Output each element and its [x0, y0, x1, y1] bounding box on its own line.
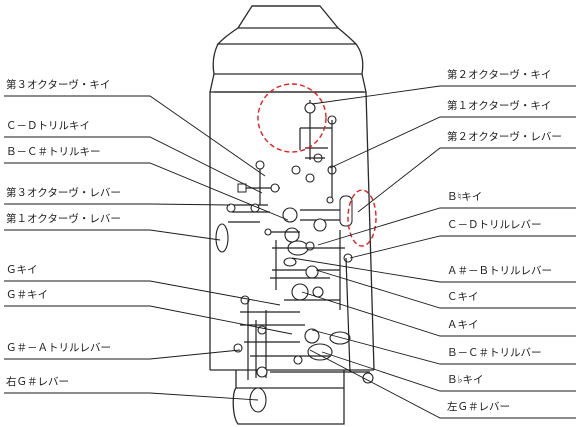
lever-highlight — [347, 189, 377, 247]
label-octave1-key: 第１オクターヴ・キイ — [447, 99, 551, 112]
label-b-csharp-trill-key: Ｂ－Ｃ＃トリルキー — [6, 146, 101, 158]
label-g-key: Ｇキイ — [6, 264, 38, 276]
label-right-gsharp-lever: 右Ｇ＃レバー — [6, 375, 69, 388]
label-octave2-key: 第２オクターヴ・キイ — [447, 68, 551, 81]
label-octave3-key: 第３オクターヴ・キイ — [6, 78, 110, 91]
highlight-marks — [257, 83, 377, 247]
labels-left: 第３オクターヴ・キイ Ｃ－Ｄトリルキイ Ｂ－Ｃ＃トリルキー 第３オクターヴ・レバ… — [6, 78, 121, 388]
key-mechanism — [215, 100, 374, 413]
labels-right: 第２オクターヴ・キイ 第１オクターヴ・キイ 第２オクターヴ・レバー Ｂ♮キイ Ｃ… — [447, 68, 562, 413]
label-left-gsharp-lever: 左Ｇ＃レバー — [447, 400, 510, 413]
leader-lines-left — [4, 95, 293, 401]
label-c-d-trill-key: Ｃ－Ｄトリルキイ — [6, 120, 90, 132]
label-octave2-lever: 第２オクターヴ・レバー — [447, 130, 562, 143]
octave-key-highlight — [257, 83, 327, 153]
label-gsharp-key: Ｇ＃キイ — [6, 289, 48, 301]
instrument-body — [209, 5, 375, 425]
label-c-key: Ｃキイ — [447, 291, 479, 303]
label-b-csharp-trill-lever: Ｂ－Ｃ＃トリルバー — [447, 347, 542, 359]
leader-lines-right — [291, 85, 576, 419]
label-a-key: Ａキイ — [447, 319, 479, 331]
label-b-flat-key: Ｂ♭キイ — [447, 374, 483, 386]
label-gsharp-a-trill-lever: Ｇ＃－Ａトリルレバー — [6, 342, 111, 354]
label-b-natural-key: Ｂ♮キイ — [447, 191, 482, 203]
label-octave3-lever: 第３オクターヴ・レバー — [6, 186, 121, 199]
label-octave1-lever: 第１オクターヴ・レバー — [6, 212, 121, 225]
label-asharp-b-trill-lever: Ａ＃－Ｂトリルレバー — [447, 265, 552, 277]
label-c-d-trill-lever: Ｃ－Ｄトリルレバー — [447, 219, 542, 231]
